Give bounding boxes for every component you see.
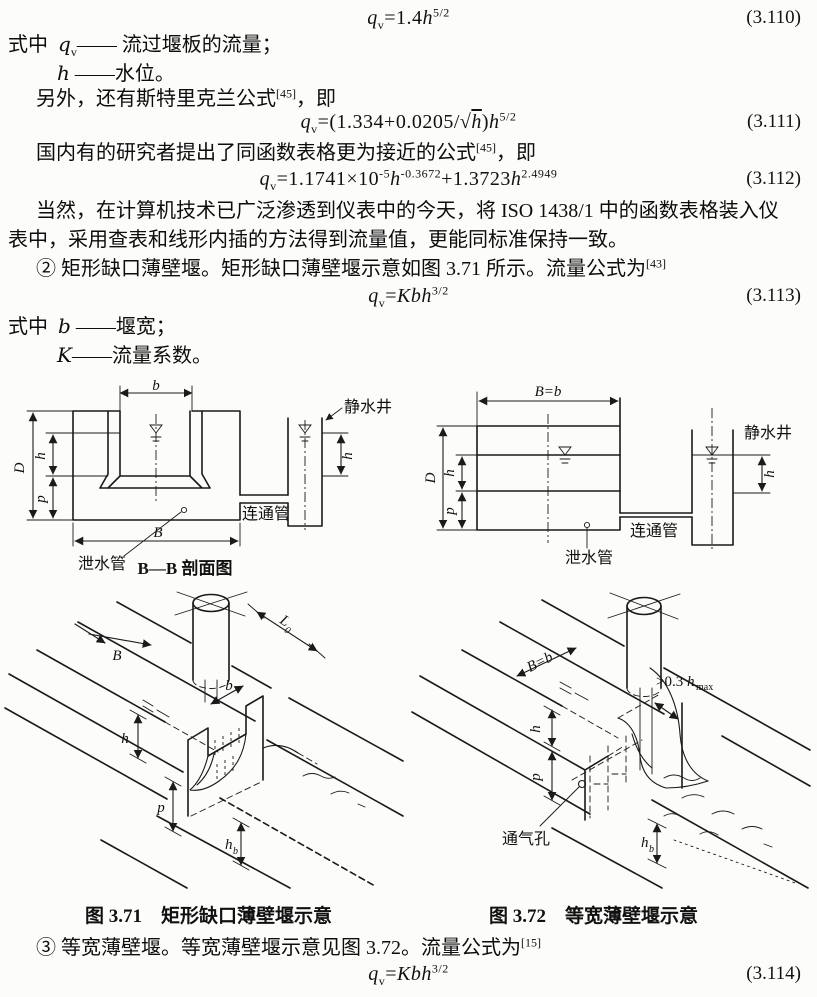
label-h-head: h — [33, 452, 49, 460]
paragraph-var-h: h ——水位。 — [57, 61, 175, 85]
equation-number-3-111: (3.111) — [747, 111, 801, 132]
label-p-crest-height: p — [528, 773, 544, 782]
formula-3-111: qv=(1.334+0.0205/√h)h5/2 — [300, 109, 517, 136]
figure-caption-3-71: 图 3.71 矩形缺口薄壁堰示意 — [85, 906, 333, 927]
equation-3-112: qv=1.1741×10-5h-0.3672+1.3723h2.4949 (3.… — [0, 166, 817, 193]
paragraph-strickland: 另外，还有斯特里克兰公式[45]，即 — [36, 86, 336, 110]
svg-text:h: h — [225, 837, 233, 853]
label-stilling-well: 静水井 — [344, 398, 392, 416]
label-connecting-pipe: 连通管 — [630, 522, 678, 540]
paragraph-item2: ② 矩形缺口薄壁堰。矩形缺口薄壁堰示意如图 3.71 所示。流量公式为[43] — [36, 256, 666, 280]
well-cylinder-body — [193, 603, 229, 680]
label-B-equals-b: B=b — [524, 649, 556, 676]
fig72-section-drawing: B=b D h p 连通管 h 静水井 — [423, 384, 792, 567]
svg-text:b: b — [649, 844, 654, 855]
paragraph-domestic: 国内有的研究者提出了同函数表格更为接近的公式[45]，即 — [36, 140, 536, 164]
fig71-section-drawing: b D h p B 泄水管 — [12, 378, 392, 578]
equation-3-113: qv=Kbh3/2 (3.113) — [0, 283, 817, 310]
paragraph-item3: ③ 等宽薄壁堰。等宽薄壁堰示意见图 3.72。流量公式为[15] — [36, 935, 541, 959]
formula-3-114: qv=Kbh3/2 — [368, 961, 449, 988]
equation-3-111: qv=(1.334+0.0205/√h)h5/2 (3.111) — [0, 109, 817, 136]
label-B-width: B — [153, 525, 162, 541]
well-cylinder-body — [627, 606, 661, 688]
formula-3-113: qv=Kbh3/2 — [368, 283, 449, 310]
svg-text:b: b — [233, 846, 238, 857]
equation-number-3-110: (3.110) — [746, 7, 801, 28]
label-bb-section-caption: B—B 剖面图 — [138, 558, 233, 578]
formula-3-110: qv=1.4h5/2 — [367, 5, 450, 32]
paragraph-var-K: K——流量系数。 — [57, 343, 212, 367]
label-h-head: h — [121, 731, 129, 747]
label-stilling-well: 静水井 — [744, 424, 792, 442]
label-h-head: h — [528, 725, 544, 733]
label-h-head: h — [442, 469, 458, 477]
equation-3-114: qv=Kbh3/2 (3.114) — [0, 961, 817, 988]
paragraph-computer-b: 表中，采用查表和线形内插的方法得到流量值，更能同标准保持一致。 — [8, 229, 628, 251]
label-hb-tailwater: h b — [225, 837, 238, 857]
label-vent-hole: 通气孔 — [502, 830, 550, 848]
formula-3-112: qv=1.1741×10-5h-0.3672+1.3723h2.4949 — [259, 166, 558, 193]
label-p-crest-height: p — [156, 800, 165, 816]
svg-text:h: h — [687, 674, 695, 690]
equation-number-3-112: (3.112) — [746, 168, 801, 189]
figures-3-71-3-72: b D h p B 泄水管 — [4, 378, 811, 889]
label-B-channel-width: B — [112, 648, 121, 664]
paragraph-var-b: 式中 b ——堰宽； — [8, 314, 176, 338]
label-B-equals-b: B=b — [535, 384, 562, 400]
label-b-width: b — [152, 378, 160, 394]
label-drain-pipe: 泄水管 — [78, 555, 126, 573]
svg-text:h: h — [641, 835, 649, 851]
label-hb-tailwater: h b — [641, 835, 654, 855]
label-drain-pipe: 泄水管 — [565, 549, 613, 567]
label-well-h: h — [762, 470, 778, 478]
label-clearance-03hmax: >0.3 h max — [656, 674, 713, 693]
fig71-iso-drawing: B L 0 b — [4, 591, 404, 889]
svg-text:B=b: B=b — [524, 649, 556, 676]
equation-number-3-113: (3.113) — [746, 285, 801, 306]
fig72-iso-drawing: B=b >0.3 h max — [411, 592, 811, 889]
label-p-crest-height: p — [33, 495, 49, 504]
svg-text:max: max — [696, 682, 713, 693]
label-D-depth: D — [423, 472, 439, 484]
label-D-depth: D — [12, 462, 28, 474]
label-p-crest-height: p — [442, 507, 458, 516]
equation-number-3-114: (3.114) — [746, 963, 801, 984]
paragraph-var-qv: 式中 qv—— 流过堰板的流量； — [8, 32, 282, 59]
svg-text:0: 0 — [282, 625, 292, 637]
label-well-h: h — [340, 452, 356, 460]
label-L0-distance: L 0 — [276, 612, 293, 637]
equation-3-110: qv=1.4h5/2 (3.110) — [0, 5, 817, 32]
paragraph-computer-a: 当然，在计算机技术已广泛渗透到仪表中的今天，将 ISO 1438/1 中的函数表… — [36, 200, 779, 222]
label-b-notch-width: b — [225, 678, 233, 694]
label-connecting-pipe: 连通管 — [242, 505, 290, 523]
svg-text:>0.3: >0.3 — [656, 674, 683, 690]
figure-caption-3-72: 图 3.72 等宽薄壁堰示意 — [489, 906, 699, 927]
